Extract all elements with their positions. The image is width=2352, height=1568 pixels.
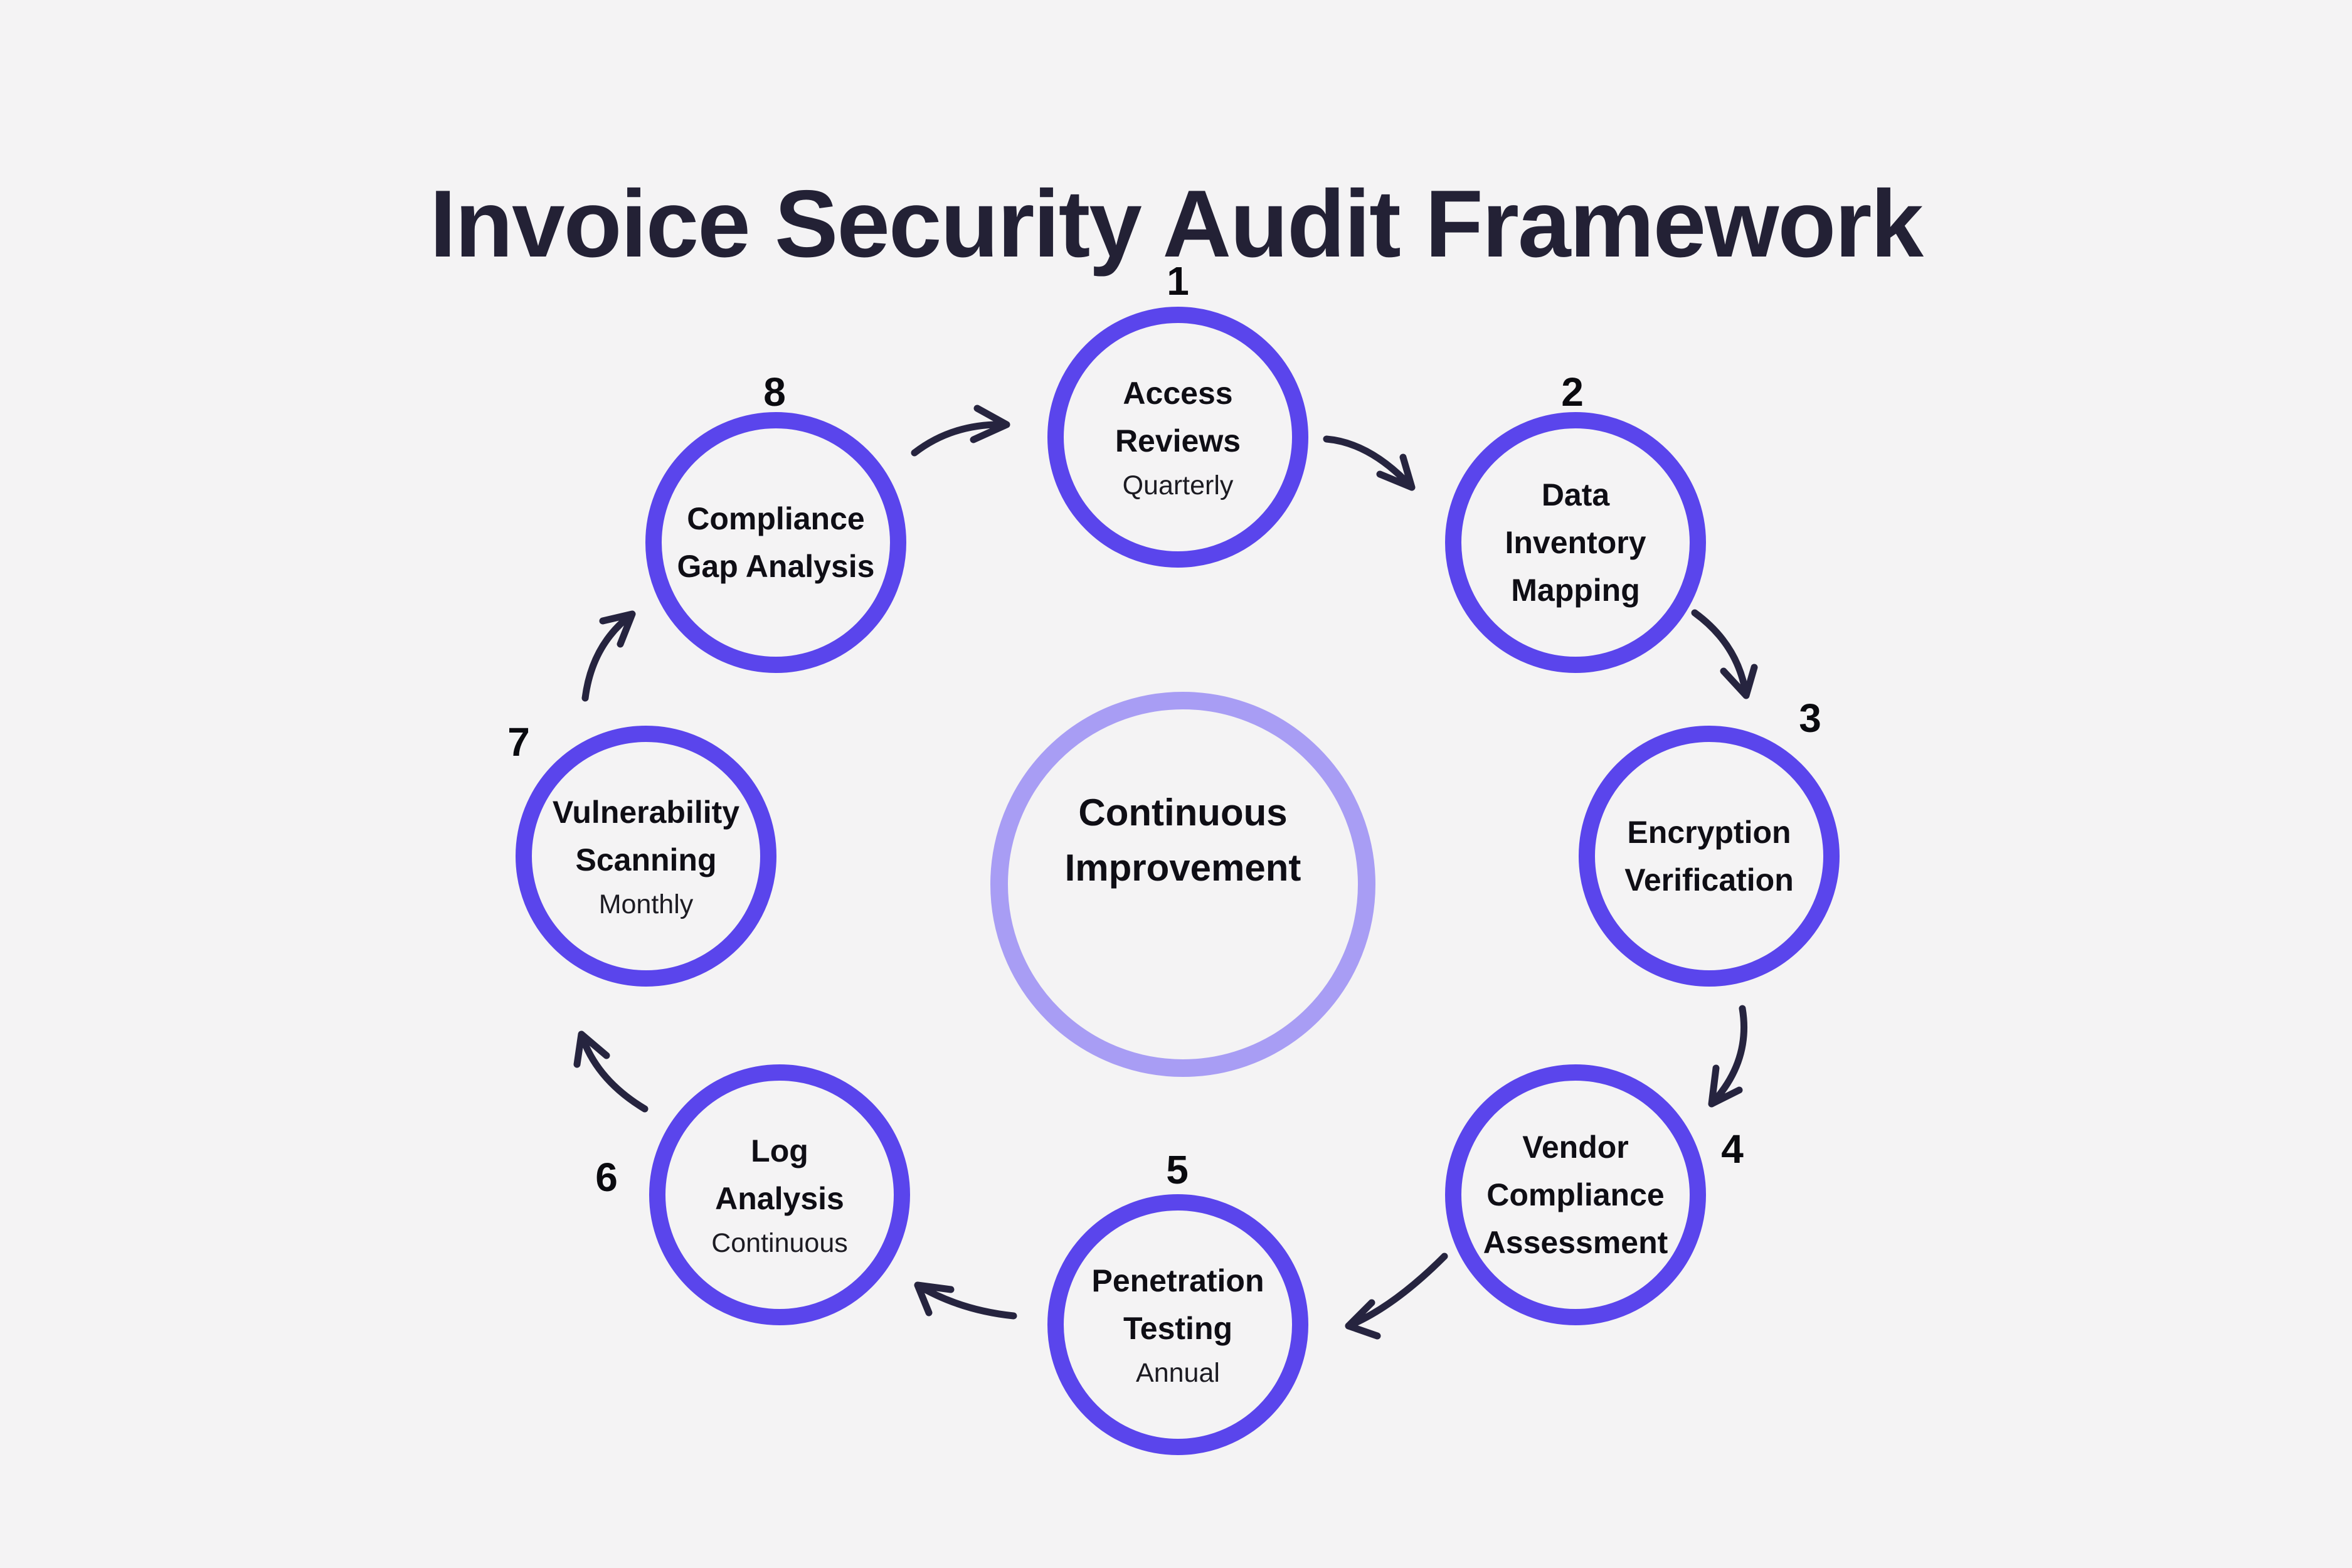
- step-frequency: Monthly: [598, 889, 694, 919]
- step-label: Log Analysis: [715, 1133, 844, 1216]
- arrow-1-to-2-icon: [1323, 435, 1416, 491]
- step-number-7: 7: [507, 719, 530, 765]
- step-number-1: 1: [1167, 258, 1189, 304]
- step-circle-vulnerability-scanning: Vulnerability Scanning Monthly: [516, 726, 776, 987]
- step-frequency: Annual: [1136, 1358, 1220, 1388]
- arrow-4-to-5-icon: [1345, 1253, 1448, 1340]
- step-circle-encryption-verification: Encryption Verification: [1579, 726, 1840, 987]
- step-circle-vendor-compliance-assessment: Vendor Compliance Assessment: [1445, 1064, 1706, 1325]
- arrow-3-to-4-icon: [1708, 1005, 1747, 1108]
- step-label: Penetration Testing: [1091, 1263, 1264, 1346]
- step-number-8: 8: [763, 369, 786, 415]
- step-number-3: 3: [1799, 696, 1821, 741]
- step-label: Data Inventory Mapping: [1505, 477, 1646, 608]
- page-title: Invoice Security Audit Framework: [430, 170, 1924, 277]
- arrow-8-to-1-icon: [911, 405, 1010, 457]
- step-number-2: 2: [1561, 369, 1584, 415]
- center-circle: Continuous Improvement: [990, 692, 1375, 1077]
- arrow-6-to-7-icon: [573, 1030, 649, 1113]
- step-circle-access-reviews: Access Reviews Quarterly: [1047, 307, 1308, 568]
- step-circle-penetration-testing: Penetration Testing Annual: [1047, 1194, 1308, 1455]
- step-label: Access Reviews: [1115, 376, 1241, 458]
- step-label: Vendor Compliance Assessment: [1483, 1130, 1668, 1260]
- step-circle-data-inventory-mapping: Data Inventory Mapping: [1445, 412, 1706, 673]
- step-label: Encryption Verification: [1624, 815, 1794, 898]
- step-number-6: 6: [595, 1155, 618, 1200]
- arrow-2-to-3-icon: [1691, 609, 1758, 699]
- step-number-5: 5: [1166, 1147, 1189, 1192]
- arrow-7-to-8-icon: [581, 610, 636, 702]
- step-label: Compliance Gap Analysis: [677, 501, 875, 584]
- step-number-4: 4: [1721, 1126, 1744, 1172]
- step-frequency: Continuous: [711, 1228, 848, 1258]
- arrow-5-to-6-icon: [914, 1281, 1017, 1320]
- step-circle-compliance-gap-analysis: Compliance Gap Analysis: [645, 412, 906, 673]
- step-circle-log-analysis: Log Analysis Continuous: [649, 1064, 910, 1325]
- step-frequency: Quarterly: [1122, 470, 1234, 501]
- center-label: Continuous Improvement: [1064, 792, 1301, 889]
- step-label: Vulnerability Scanning: [552, 795, 740, 877]
